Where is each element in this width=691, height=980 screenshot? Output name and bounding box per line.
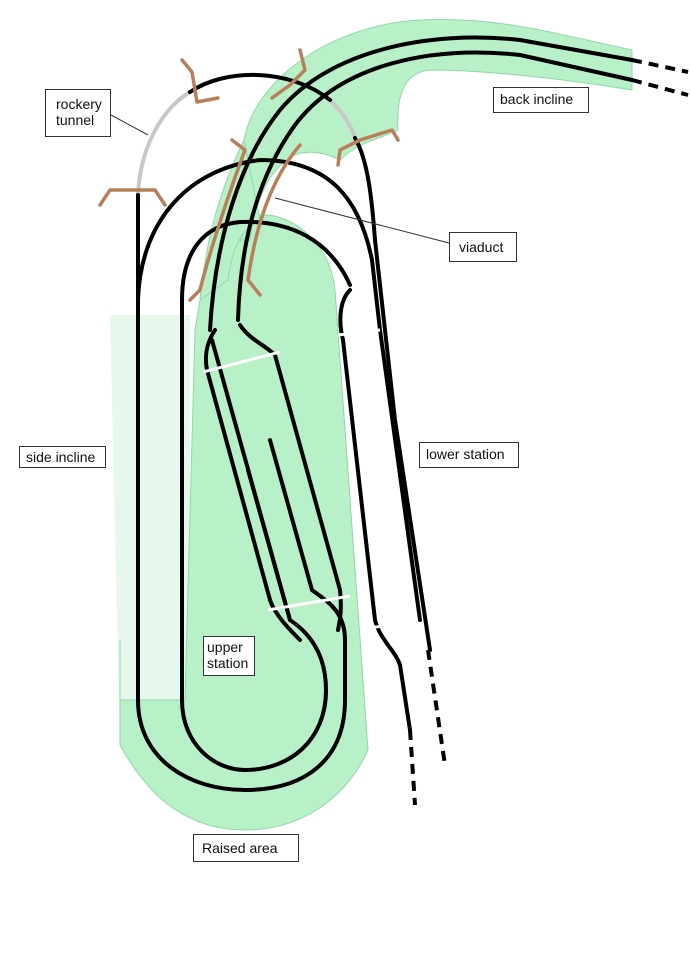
upper-lobe-fill — [199, 138, 261, 302]
track-continuations — [408, 58, 689, 806]
viaduct-fill — [229, 18, 633, 241]
side-incline-label: side incline — [19, 446, 106, 468]
inner-loop-track — [180, 298, 328, 772]
viaduct-supports — [98, 48, 400, 302]
upper-station-road-1 — [204, 328, 302, 642]
leader-viaduct — [274, 197, 450, 244]
back-incline-dashes — [631, 58, 689, 74]
lower-station-road-1 — [338, 288, 412, 732]
break-3 — [337, 328, 381, 337]
leader-rockery — [110, 114, 149, 136]
back-incline-dashes-2 — [631, 78, 689, 97]
upper-station-label: upper station — [203, 636, 255, 676]
support-viaduct-left — [188, 138, 247, 302]
support-top-right — [270, 48, 307, 100]
raised-area-label: Raised area — [193, 834, 299, 862]
viaduct-track-inner — [236, 50, 634, 322]
viaduct-track-outer — [208, 35, 634, 332]
upper-arc-track — [136, 158, 374, 302]
upper-station-road-2 — [238, 323, 343, 632]
tunnel-arc-track — [188, 72, 332, 102]
back-arc-track — [353, 136, 432, 652]
support-top-left — [180, 58, 220, 104]
lower-station-label: lower station — [419, 442, 519, 468]
leader-lines — [110, 114, 450, 244]
rockery-tunnel-track — [136, 90, 192, 197]
rockery-tunnel-track-2 — [328, 98, 357, 140]
support-rockery-left — [98, 188, 167, 207]
support-viaduct-right — [246, 143, 302, 297]
back-incline-label: back incline — [493, 87, 589, 113]
lower-station-dashes-2 — [426, 649, 447, 766]
upper-arc-track-2 — [180, 219, 352, 302]
track-breaks — [202, 328, 416, 630]
upper-station-road-3 — [210, 338, 292, 622]
raised-area — [110, 18, 633, 831]
break-1 — [202, 350, 281, 374]
track — [136, 35, 634, 792]
side-incline-fill — [110, 315, 190, 740]
break-2 — [267, 594, 351, 612]
support-back — [336, 128, 400, 167]
break-4 — [367, 620, 416, 630]
lower-station-dashes — [408, 729, 417, 806]
lower-station-road-2 — [370, 258, 422, 622]
viaduct-label: viaduct — [449, 232, 517, 262]
outer-loop-track — [136, 193, 347, 792]
rockery-tunnel-label: rockery tunnel — [45, 89, 111, 137]
